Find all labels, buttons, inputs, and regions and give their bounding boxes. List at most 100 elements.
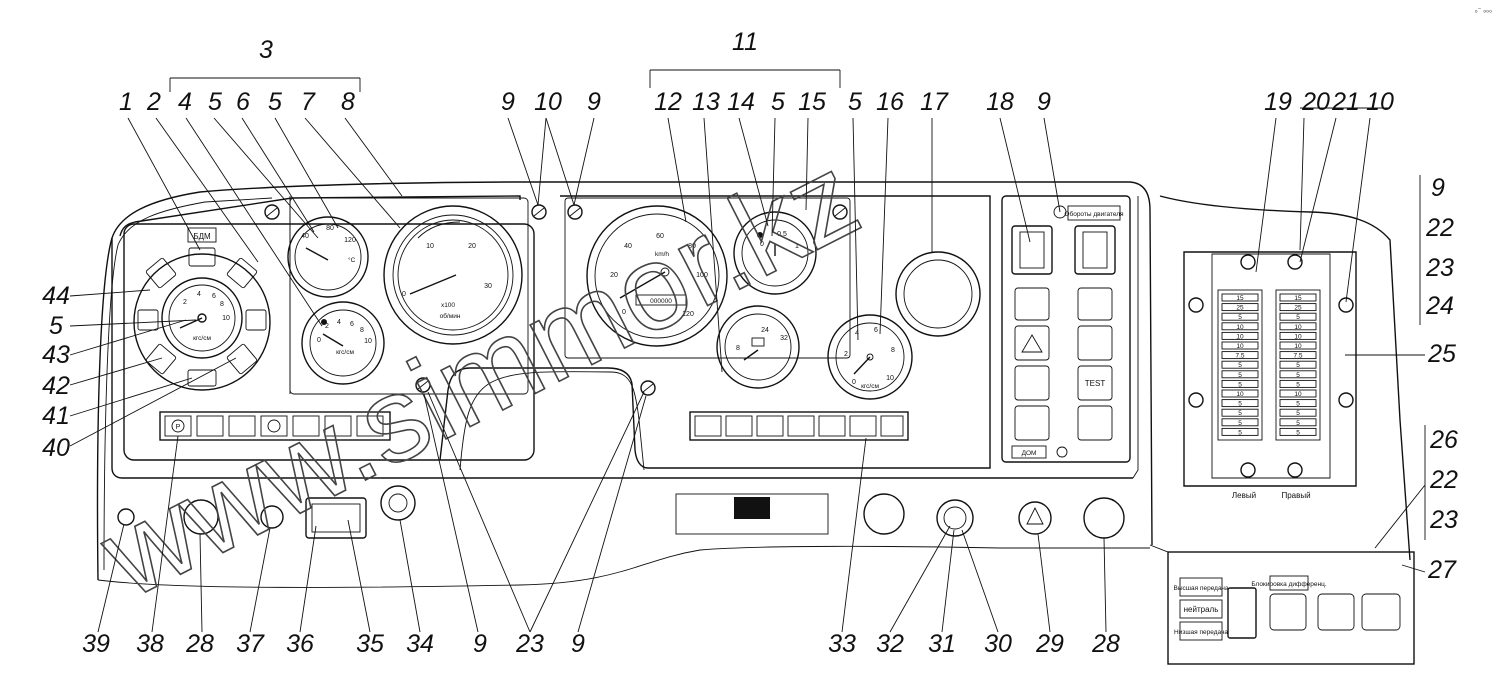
callout-number: 19: [1264, 88, 1292, 116]
callout-number: 9: [1037, 88, 1051, 116]
fuse-slot: [1279, 322, 1317, 331]
fuel-gauge: 0 0.5 1: [733, 211, 817, 295]
callout-number: 16: [876, 88, 904, 116]
callout-number: 36: [286, 630, 314, 658]
dom-label: ДОМ: [1022, 450, 1037, 457]
tick: 100: [696, 272, 708, 279]
temperature-gauge: 40 80 120 °C: [287, 216, 369, 298]
tick: 4: [197, 291, 201, 298]
callout-number: 9: [571, 630, 585, 658]
callout-number: 33: [828, 630, 856, 658]
fuse-rating: 10: [1294, 343, 1302, 350]
corner-mark: ₀⁻ ₀₀₀: [1475, 7, 1492, 14]
callout-number: 9: [473, 630, 487, 658]
fuse-rating: 5: [1238, 362, 1242, 369]
fuse-slot: [1221, 389, 1259, 398]
fuse-rating: 5: [1296, 429, 1300, 436]
diff-lock-label: Блокировка дифференц.: [1251, 581, 1327, 588]
left-indicator-strip: P: [159, 411, 391, 441]
fuse-slot: [1221, 408, 1259, 417]
callout-number: 1: [119, 88, 133, 116]
callout-number: 5: [268, 88, 282, 116]
tick: 0.5: [777, 231, 787, 238]
callout-number: 11: [732, 28, 758, 56]
tick: 32: [780, 335, 788, 342]
callout-number: 44: [42, 282, 70, 310]
fuse-rating: 5: [1296, 410, 1300, 417]
fuse-slot: [1279, 351, 1317, 360]
tick: 6: [212, 293, 216, 300]
fuse-slot: [1221, 427, 1259, 436]
callout-number: 18: [986, 88, 1014, 116]
fuse-rating: 10: [1294, 391, 1302, 398]
tick: 30: [484, 283, 492, 290]
fuse-rating: 5: [1296, 372, 1300, 379]
fuse-slot: [1279, 341, 1317, 350]
callout-number: 14: [727, 88, 755, 116]
callout-number: 15: [798, 88, 826, 116]
high-gear-label: Высшая передача: [1174, 585, 1229, 592]
tick: 6: [350, 321, 354, 328]
low-gear-label: Низшая передача: [1174, 629, 1228, 636]
fuse-slot: [1279, 389, 1317, 398]
callout-number: 32: [876, 630, 904, 658]
tick: 20: [610, 272, 618, 279]
tick: 10: [426, 243, 434, 250]
callout-number: 40: [42, 434, 70, 462]
fuse-rating: 10: [1294, 333, 1302, 340]
callout-number: 5: [208, 88, 222, 116]
fuse-rating: 5: [1296, 362, 1300, 369]
fuse-rating: 5: [1238, 314, 1242, 321]
gauge-socket-empty: [895, 251, 981, 337]
callout-number: 17: [920, 88, 949, 116]
fuse-slot: [1221, 293, 1259, 302]
fuse-slot: [1221, 379, 1259, 388]
callout-number: 28: [185, 630, 214, 658]
engine-speed-label: Обороты двигателя: [1064, 210, 1124, 218]
leader-lines: [69, 69, 1426, 633]
fuse-slot: [1279, 408, 1317, 417]
tick: 6: [874, 327, 878, 334]
fuse-slot: [1221, 312, 1259, 321]
callout-number: 23: [1425, 254, 1454, 282]
callout-number: 10: [534, 88, 562, 116]
voltage-gauge: 24 8 32: [716, 305, 800, 389]
callout-number: 22: [1425, 214, 1454, 242]
fuse-slot: [1279, 370, 1317, 379]
tick: 8: [891, 347, 895, 354]
callout-number: 30: [984, 630, 1012, 658]
fuse-slot: [1221, 360, 1259, 369]
fuse-rating: 5: [1238, 372, 1242, 379]
center-indicator-strip: [689, 411, 909, 441]
gauge-unit: кгс/см: [193, 335, 211, 342]
callout-number: 7: [301, 88, 316, 116]
callout-number: 23: [1429, 506, 1458, 534]
fuse-slot: [1221, 341, 1259, 350]
fuse-rating: 5: [1238, 420, 1242, 427]
fuse-slot: [1221, 303, 1259, 312]
callout-number: 5: [771, 88, 785, 116]
tick: 8: [736, 345, 740, 352]
test-label: TEST: [1085, 379, 1106, 388]
fuse-slot: [1279, 399, 1317, 408]
callout-number: 20: [1301, 88, 1330, 116]
fuse-slot: [1279, 293, 1317, 302]
callout-number: 35: [356, 630, 384, 658]
callout-number: 31: [928, 630, 956, 658]
fuse-slot: [1221, 322, 1259, 331]
tick: 0: [402, 291, 406, 298]
fuse-rating: 5: [1296, 420, 1300, 427]
tick: 0: [317, 337, 321, 344]
callout-number: 5: [848, 88, 862, 116]
tick: 2: [844, 351, 848, 358]
callout-number: 8: [341, 88, 355, 116]
fuse-rating: 25: [1236, 305, 1244, 312]
fuse-rating: 10: [1236, 391, 1244, 398]
callout-number: 42: [42, 372, 70, 400]
callout-number: 25: [1427, 340, 1456, 368]
fuse-rating: 5: [1296, 401, 1300, 408]
callout-number: 28: [1091, 630, 1120, 658]
